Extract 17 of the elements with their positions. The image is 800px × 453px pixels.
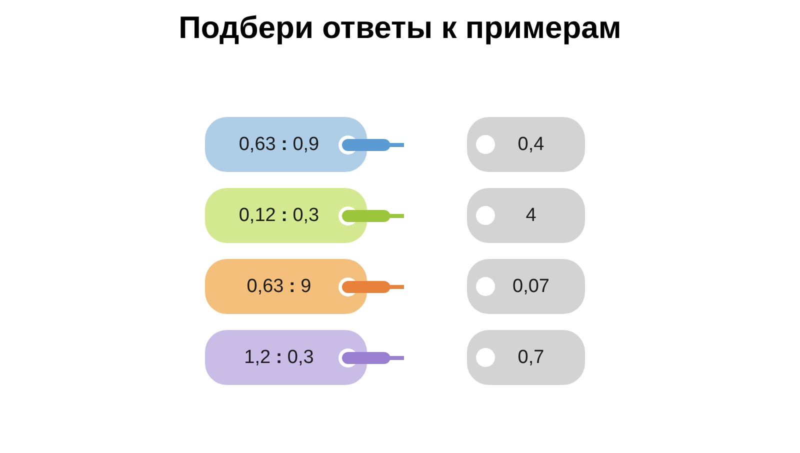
answer-value: 4 xyxy=(526,204,536,228)
example-card xyxy=(205,188,367,243)
division-example: 0,63 : 0,9 xyxy=(238,132,320,156)
answer-card xyxy=(467,188,585,243)
division-example: 0,12 : 0,3 xyxy=(238,204,320,228)
division-example: 0,63 : 9 xyxy=(246,274,312,298)
example-card xyxy=(205,117,367,172)
answer-card xyxy=(467,330,585,385)
answer-value: 0,4 xyxy=(518,132,544,156)
example-card xyxy=(205,259,367,314)
answer-value: 0,07 xyxy=(512,274,550,298)
answer-card xyxy=(467,117,585,172)
answer-value: 0,7 xyxy=(518,346,544,370)
example-card xyxy=(205,330,367,385)
title: Подбери ответы к примерам xyxy=(178,9,622,47)
answer-card xyxy=(467,259,585,314)
division-example: 1,2 : 0,3 xyxy=(244,346,314,370)
